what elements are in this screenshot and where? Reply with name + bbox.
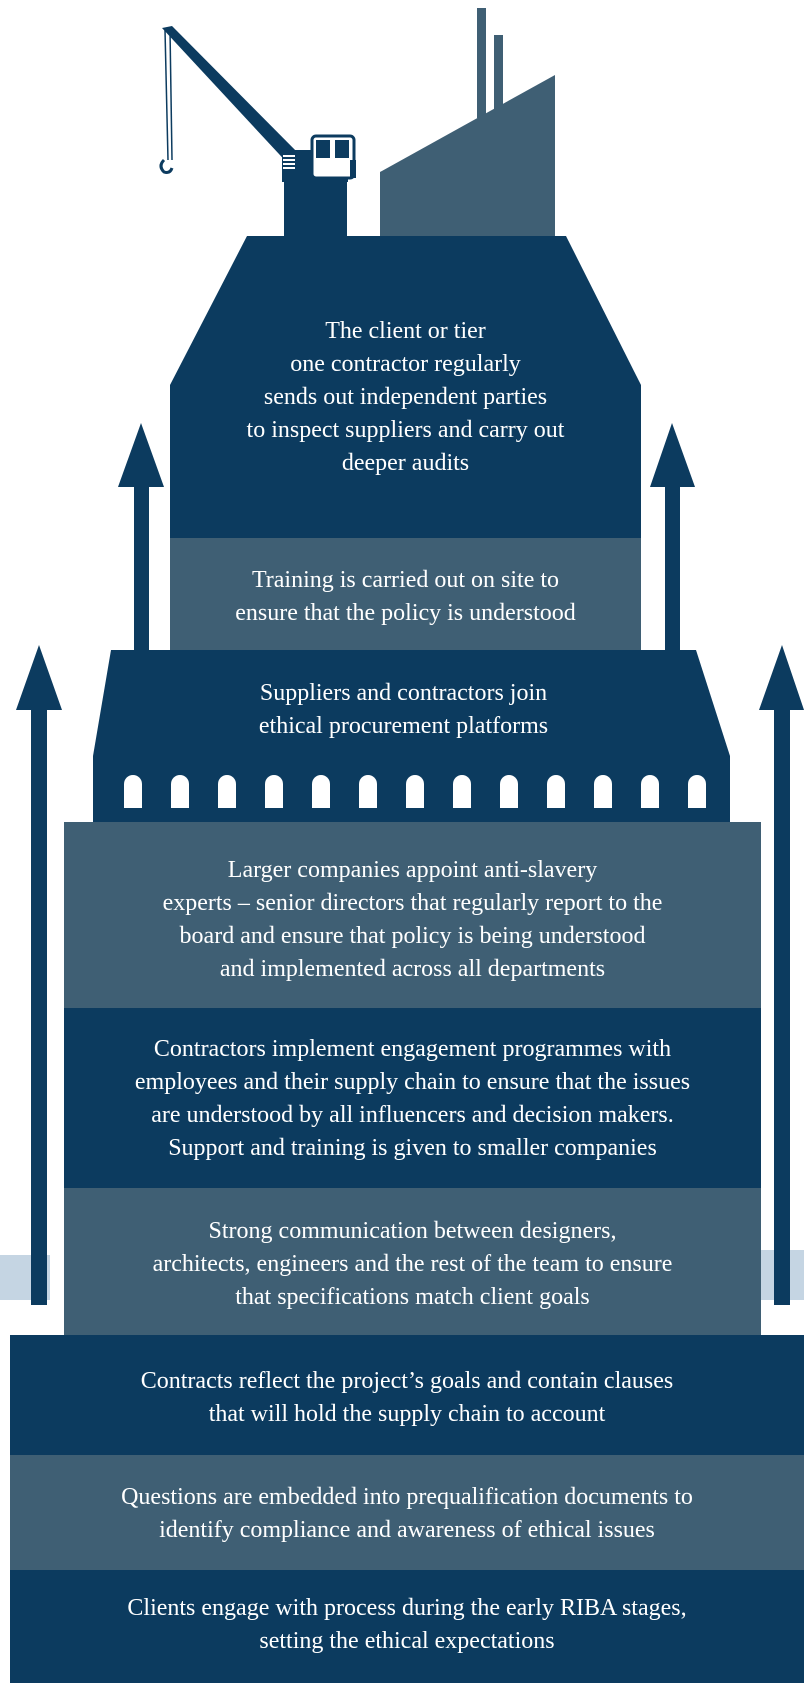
tier-6-shape bbox=[64, 1188, 761, 1335]
tier-7-label: Contracts reflect the project’s goals an… bbox=[10, 1360, 804, 1436]
tier-2-label: Training is carried out on site to ensur… bbox=[170, 560, 641, 633]
tier-4-text: Larger companies appoint anti-slavery ex… bbox=[162, 857, 663, 982]
tier-9-shape bbox=[10, 1570, 804, 1683]
tier-3-label: Suppliers and contractors join ethical p… bbox=[111, 673, 696, 746]
up-arrow-right-inner bbox=[650, 423, 695, 650]
up-arrow-right-outer bbox=[759, 645, 804, 1305]
tier-8-label: Questions are embedded into prequalifica… bbox=[10, 1476, 804, 1552]
tier-9-text: Clients engage with process during the e… bbox=[127, 1595, 687, 1654]
tier-5-label: Contractors implement engagement program… bbox=[64, 1026, 761, 1172]
factory-silhouette bbox=[380, 8, 555, 240]
tier-6-text: Strong communication between designers, … bbox=[152, 1218, 673, 1310]
tier-5-text: Contractors implement engagement program… bbox=[134, 1036, 691, 1161]
tier-1-label: The client or tier one contractor regula… bbox=[170, 310, 641, 485]
tier-shapes bbox=[10, 236, 804, 1683]
tier-5-shape bbox=[64, 1008, 761, 1188]
tier-8-shape bbox=[10, 1455, 804, 1570]
tier-3-shape bbox=[93, 650, 730, 822]
tier-4-label: Larger companies appoint anti-slavery ex… bbox=[64, 848, 761, 992]
tier-2-text: Training is carried out on site to ensur… bbox=[235, 566, 576, 626]
tier-3-text: Suppliers and contractors join ethical p… bbox=[258, 679, 549, 739]
tier-7-shape bbox=[10, 1335, 804, 1455]
tier-2-shape bbox=[170, 538, 641, 650]
windows-row bbox=[124, 775, 706, 808]
tier-6-label: Strong communication between designers, … bbox=[64, 1208, 761, 1321]
tier-7-text: Contracts reflect the project’s goals an… bbox=[140, 1368, 674, 1427]
up-arrow-left-inner bbox=[118, 423, 164, 650]
tier-1-shape bbox=[170, 236, 641, 538]
tier-8-text: Questions are embedded into prequalifica… bbox=[121, 1484, 693, 1543]
tier-9-label: Clients engage with process during the e… bbox=[10, 1587, 804, 1663]
tier-1-text: The client or tier one contractor regula… bbox=[246, 318, 565, 476]
up-arrow-left-outer bbox=[16, 645, 62, 1305]
tier-4-shape bbox=[64, 822, 761, 1008]
crane-icon bbox=[159, 26, 356, 240]
